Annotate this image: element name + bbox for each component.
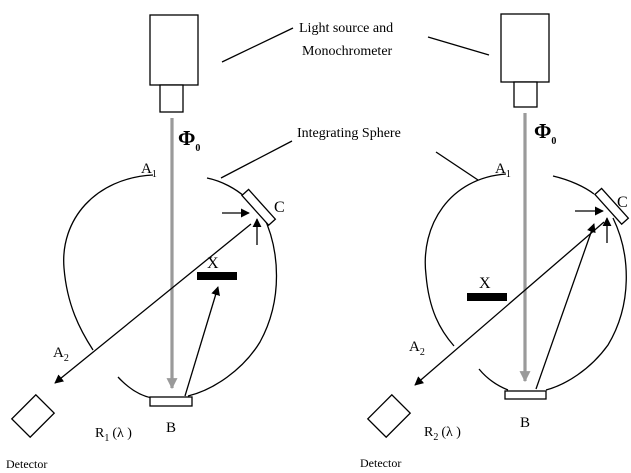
b-label-right: B	[520, 415, 530, 431]
monochromator-exit-right	[513, 81, 538, 108]
port-c-left	[240, 188, 277, 227]
x-label-left: X	[207, 255, 219, 272]
c-label-left: C	[274, 199, 285, 216]
sphere-arc-bottom-r	[478, 368, 509, 391]
sphere-arc-upper-right-r	[552, 175, 595, 195]
port-b-left	[149, 396, 193, 407]
light-source-label: Light source and	[299, 21, 393, 36]
ray-c-to-detector-right	[414, 221, 605, 386]
a2-label-left: A2	[53, 345, 69, 364]
detector-left	[10, 393, 56, 439]
integrating-sphere-label: Integrating Sphere	[297, 126, 401, 141]
sphere-arc-right-r	[545, 217, 627, 391]
c-label-right: C	[617, 194, 628, 211]
detector-label-right: Detector	[360, 456, 401, 470]
setup-right: Φ0 A1 A2 B C X Detector R2(λ )	[360, 13, 630, 470]
sphere-arc-bottom	[117, 376, 153, 399]
detector-right	[366, 393, 412, 439]
r1-label: R1(λ )	[95, 426, 132, 444]
port-b-right	[504, 390, 547, 400]
b-label-left: B	[166, 420, 176, 436]
phi0-label-right: Φ0	[534, 119, 556, 147]
r2-label: R2(λ )	[424, 425, 461, 443]
setup-left: Φ0 A1 A2 B C X Detector R1(λ )	[6, 14, 285, 471]
detector-label-left: Detector	[6, 457, 47, 471]
sphere-arc-upper-right	[206, 177, 246, 198]
ray-c-to-detector-left	[54, 223, 252, 384]
light-source-leader-left	[221, 27, 294, 63]
x-label-right: X	[479, 275, 491, 292]
a1-label-left: A1	[141, 161, 157, 180]
baffle-x-right	[467, 293, 507, 301]
sphere-leader-right	[435, 151, 479, 181]
light-source-box-right	[500, 13, 550, 83]
sphere-arc-upper-left	[63, 174, 154, 351]
light-source-box-left	[149, 14, 199, 86]
ray-b-to-x-left	[184, 286, 220, 397]
baffle-x-left	[197, 272, 237, 280]
monochromator-exit-left	[159, 84, 184, 113]
phi0-label-left: Φ0	[178, 126, 200, 154]
sphere-arc-upper-left-r	[424, 173, 507, 347]
monochrometer-label: Monochrometer	[302, 44, 393, 59]
light-source-leader-right	[427, 36, 490, 56]
port-c-right	[593, 187, 630, 226]
ray-b-to-c-right	[535, 223, 596, 390]
sphere-leader-left	[220, 140, 293, 179]
sphere-arc-right	[187, 214, 278, 397]
a2-label-right: A2	[409, 339, 425, 358]
a1-label-right: A1	[495, 161, 511, 180]
